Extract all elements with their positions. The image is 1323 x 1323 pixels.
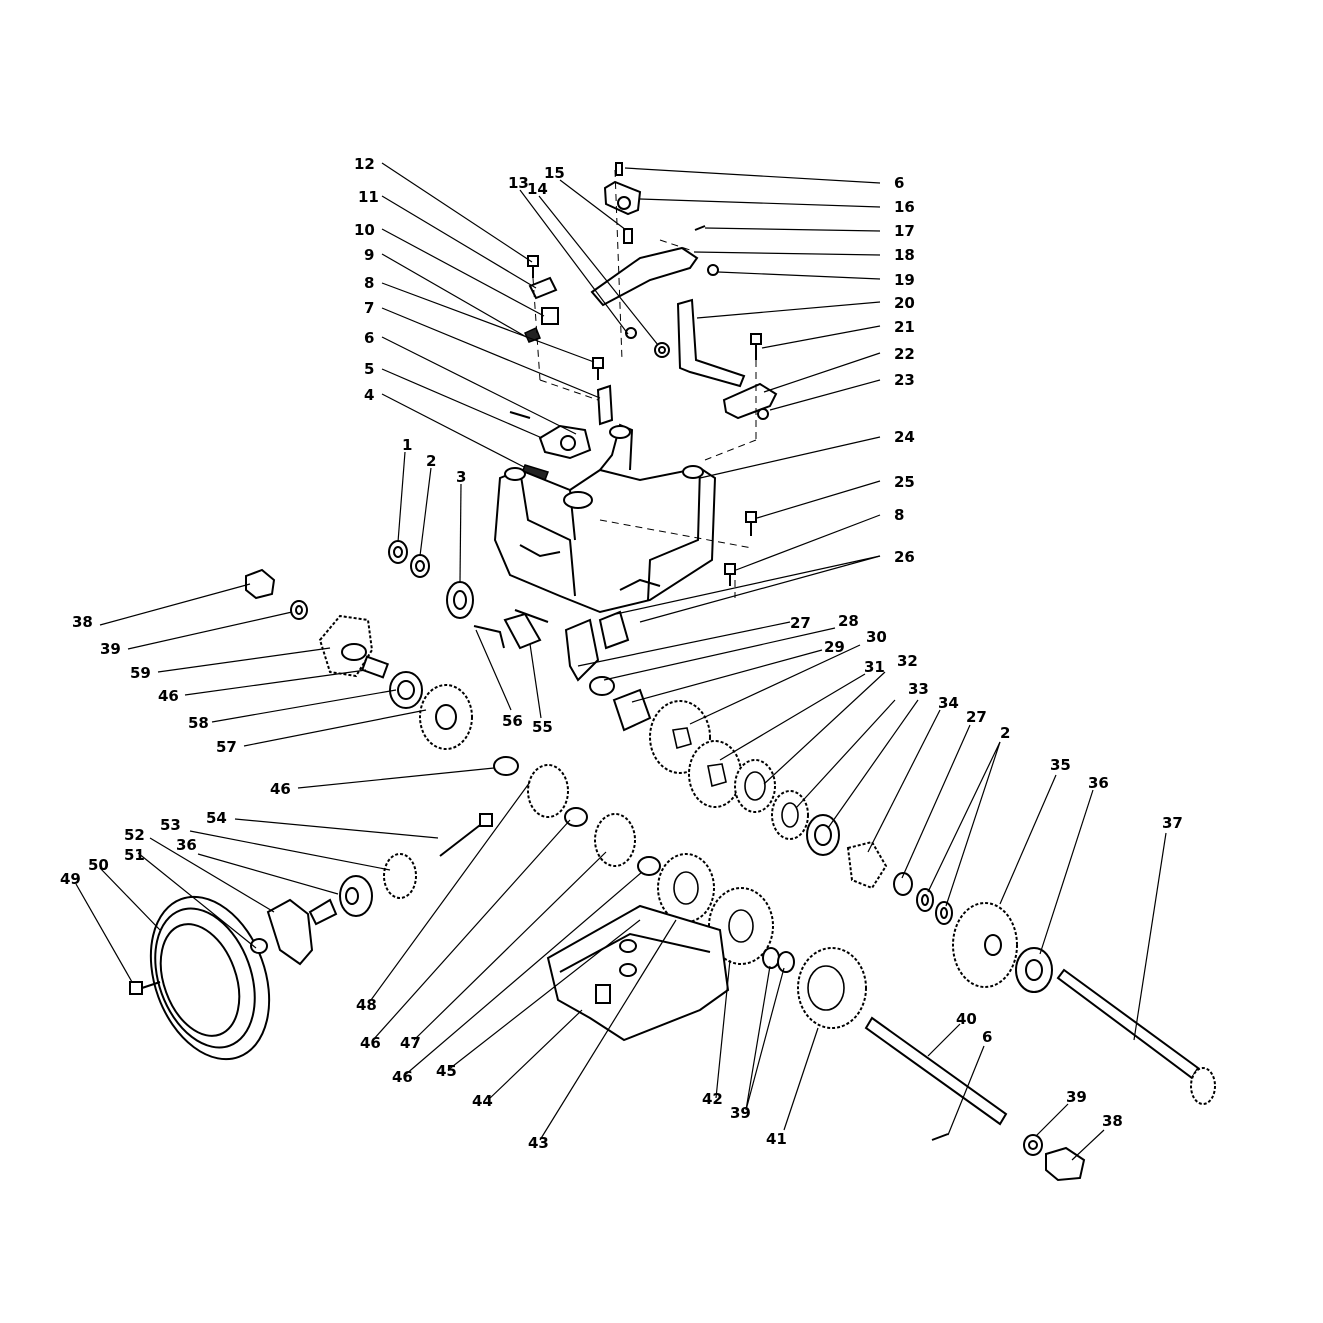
detent-parts	[509, 255, 614, 481]
callout-20: 20	[894, 294, 915, 312]
callout-2-right: 2	[1000, 724, 1010, 742]
lower-case	[546, 904, 730, 1042]
callout-45: 45	[436, 1062, 457, 1080]
callout-33: 33	[908, 680, 929, 698]
left-bearings	[388, 540, 474, 619]
shift-keys	[473, 609, 549, 650]
callout-18: 18	[894, 246, 915, 264]
callout-43: 43	[528, 1134, 549, 1152]
callout-15: 15	[544, 164, 565, 182]
callout-36: 36	[1088, 774, 1109, 792]
callout-46-d: 46	[392, 1068, 413, 1086]
callout-36-left: 36	[176, 836, 197, 854]
callout-13: 13	[508, 174, 529, 192]
callout-50: 50	[88, 856, 109, 874]
callout-labels: 1 2 3 4 5 6 7 8 9 10 11 12 13 14 15 6 16…	[60, 155, 1183, 1152]
callout-46-c: 46	[360, 1034, 381, 1052]
axle	[864, 1016, 1086, 1182]
callout-44: 44	[472, 1092, 493, 1110]
callout-54: 54	[206, 809, 227, 827]
callout-17: 17	[894, 222, 915, 240]
lower-gear-cluster	[493, 756, 867, 1029]
callout-11: 11	[358, 188, 379, 206]
callout-48: 48	[356, 996, 377, 1014]
left-shaft-parts	[245, 568, 473, 750]
parts-layer	[129, 162, 1216, 1182]
callout-59: 59	[130, 664, 151, 682]
callout-47: 47	[400, 1034, 421, 1052]
callout-1: 1	[402, 436, 412, 454]
callout-14: 14	[527, 180, 548, 198]
transmission-housing	[493, 423, 717, 682]
callout-53: 53	[160, 816, 181, 834]
callout-9: 9	[364, 246, 374, 264]
callout-42: 42	[702, 1090, 723, 1108]
callout-39-center: 39	[730, 1104, 751, 1122]
leader-lines	[75, 162, 1167, 1161]
callout-8: 8	[364, 274, 374, 292]
callout-5: 5	[364, 360, 374, 378]
callout-56: 56	[502, 712, 523, 730]
callout-38-left: 38	[72, 613, 93, 631]
callout-7: 7	[364, 299, 374, 317]
callout-55: 55	[532, 718, 553, 736]
callout-25: 25	[894, 473, 915, 491]
callout-49: 49	[60, 870, 81, 888]
callout-41: 41	[766, 1130, 787, 1148]
callout-2: 2	[426, 452, 436, 470]
callout-46-b: 46	[270, 780, 291, 798]
callout-6: 6	[364, 329, 374, 347]
callout-6-top: 6	[894, 174, 904, 192]
callout-46-a: 46	[158, 687, 179, 705]
callout-30: 30	[866, 628, 887, 646]
callout-29: 29	[824, 638, 845, 656]
callout-39-right: 39	[1066, 1088, 1087, 1106]
callout-21: 21	[894, 318, 915, 336]
callout-37: 37	[1162, 814, 1183, 832]
pulley-assembly	[129, 813, 493, 1061]
right-shaft-parts	[893, 872, 1216, 1105]
callout-52: 52	[124, 826, 145, 844]
callout-16: 16	[894, 198, 915, 216]
callout-27: 27	[790, 614, 811, 632]
callout-35: 35	[1050, 756, 1071, 774]
callout-28: 28	[838, 612, 859, 630]
callout-23: 23	[894, 371, 915, 389]
shift-fork-assembly	[590, 162, 778, 420]
callout-4: 4	[364, 386, 374, 404]
callout-58: 58	[188, 714, 209, 732]
center-gear-train	[589, 676, 888, 890]
callout-6-bottom: 6	[982, 1028, 992, 1046]
callout-26: 26	[894, 548, 915, 566]
callout-31: 31	[864, 658, 885, 676]
callout-10: 10	[354, 221, 375, 239]
callout-3: 3	[456, 468, 466, 486]
housing-bolts	[724, 511, 757, 586]
callout-51: 51	[124, 846, 145, 864]
callout-22: 22	[894, 345, 915, 363]
callout-38-right: 38	[1102, 1112, 1123, 1130]
callout-12: 12	[354, 155, 375, 173]
callout-57: 57	[216, 738, 237, 756]
callout-19: 19	[894, 271, 915, 289]
callout-8-right: 8	[894, 506, 904, 524]
callout-27-right: 27	[966, 708, 987, 726]
center-lines	[532, 169, 757, 598]
callout-40: 40	[956, 1010, 977, 1028]
callout-34: 34	[938, 694, 959, 712]
callout-24: 24	[894, 428, 915, 446]
callout-32: 32	[897, 652, 918, 670]
callout-39-left: 39	[100, 640, 121, 658]
